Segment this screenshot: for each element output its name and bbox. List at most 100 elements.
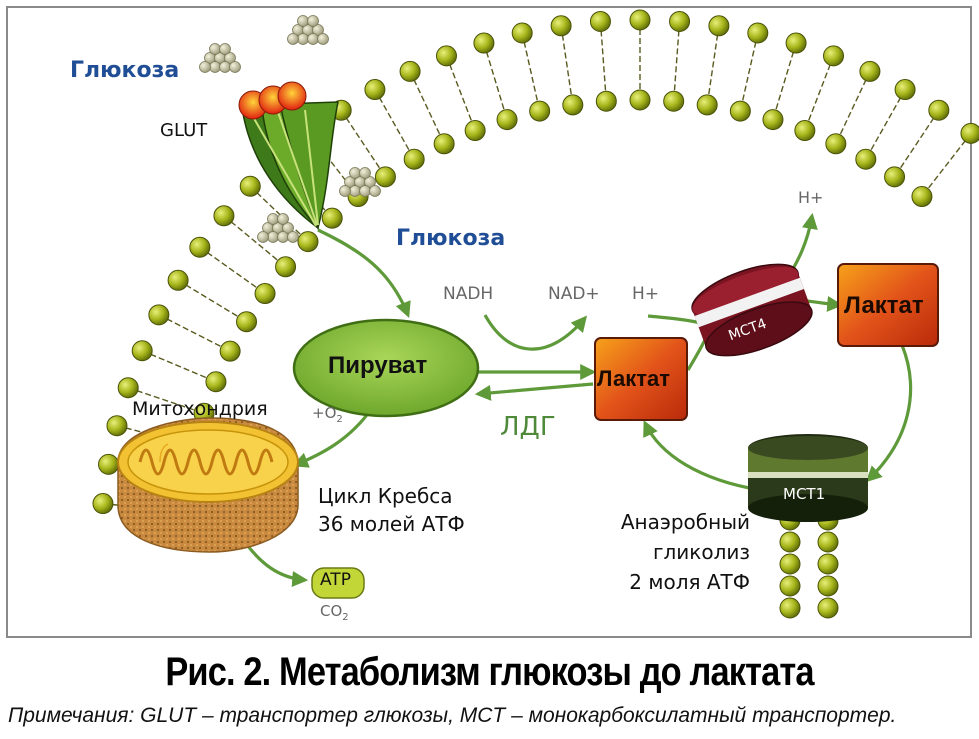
ldh-enzyme-label: ЛДГ [500,412,556,442]
lipid-head [364,79,386,101]
lipid-head [213,205,235,227]
glucose-molecule [307,15,319,27]
arrow-lactate-to-pyruvate [474,382,594,401]
atp-badge [311,567,365,599]
lipid-head [496,109,518,131]
glucose-molecule [369,185,381,197]
lipid-head [747,22,769,44]
lipid-tail [672,21,681,102]
mct4-transporter [691,263,813,357]
glucose-molecule [317,33,329,45]
lipid-head [663,90,685,112]
lipid-head [98,453,120,475]
atp-label: ATP [320,570,351,590]
lipid-head [794,120,816,142]
glut-transporter [238,81,339,231]
lipid-head [562,94,584,116]
glucose-molecule [287,33,299,45]
figure-note: Примечания: GLUT – транспортер глюкозы, … [8,704,897,727]
mct1-label: MCT1 [783,485,826,503]
glut-label: GLUT [160,120,208,141]
lipid-head [374,166,396,188]
lipid-head [960,122,979,144]
glucose-molecule [209,43,221,55]
lipid-head [825,133,847,155]
lipid-head [629,89,651,111]
lipid-head [403,148,425,170]
lipid-head [92,493,114,515]
glucose-molecule [297,15,309,27]
lipid-tail [409,71,445,145]
lipid-head [589,10,611,32]
lipid-head [696,94,718,116]
glucose-molecule [349,167,361,179]
lipid-tail [835,71,871,145]
lipid-head [708,15,730,37]
lipid-tail [177,279,247,323]
lipid-head [823,45,845,67]
lipid-head [529,100,551,122]
lipid-tail [141,350,217,383]
glucose-molecule [199,61,211,73]
glucose-molecule [257,231,269,243]
lipid-tail [865,89,906,160]
lipid-head [167,269,189,291]
oxygen-label: +O2 [312,404,343,425]
lipid-head [629,9,651,31]
lipid-tail [223,215,287,268]
lipid-tail [921,132,972,197]
co2-label: CO2 [320,602,349,623]
glucose-molecule [312,24,324,36]
glucose-molecule [277,231,289,243]
arrow-pyruvate-to-mitochondria [292,407,374,468]
lipid-tail [599,21,608,102]
lipid-head [817,597,839,619]
lipid-head [511,22,533,44]
glucose-molecule [339,185,351,197]
lipid-tail [706,25,720,106]
lipid-head [236,311,258,333]
lipid-head [729,100,751,122]
anaerobic-label-line1: Анаэробный [620,510,750,534]
glucose-molecule [219,43,231,55]
lipid-head [399,60,421,82]
pathway-arrows [238,212,913,587]
glucose-outside-label: Глюкоза [70,58,180,83]
glucose-molecule [282,222,294,234]
lipid-tail [374,89,415,160]
glucose-molecules-outside [199,15,381,243]
lipid-tail [772,42,797,120]
lipid-head [779,553,801,575]
glucose-molecule [219,61,231,73]
lipid-head [321,207,343,229]
h-plus-mid-label: H+ [632,284,660,304]
lipid-tail [127,387,205,414]
lipid-head [859,60,881,82]
h-plus-top-label: H+ [798,188,824,207]
arrow-outer-lactate-to-mct1 [865,344,913,483]
glucose-molecule [229,61,241,73]
glucose-molecule [209,61,221,73]
glucose-molecule [277,213,289,225]
nadh-label: NADH [443,284,494,304]
arrow-nadh-to-nad [483,314,588,351]
lactate-outer-label: Лактат [844,292,924,319]
lipid-head [884,166,906,188]
lipid-head [855,148,877,170]
lipid-head [435,45,457,67]
lipid-head [106,415,128,437]
lipid-tail [445,55,476,131]
arrow-mct1-to-inner-lactate [643,420,761,492]
anaerobic-label-line2: гликолиз [652,540,750,564]
glucose-molecule [364,176,376,188]
lipid-head [148,304,170,326]
lipid-head [189,236,211,258]
glucose-molecule [267,213,279,225]
lipid-head [239,175,261,197]
lactate-outer-box [837,263,939,347]
glucose-metabolism-diagram [92,9,979,619]
glucose-molecule [307,33,319,45]
glucose-molecule [267,231,279,243]
lipid-head [433,133,455,155]
lipid-head [785,32,807,54]
